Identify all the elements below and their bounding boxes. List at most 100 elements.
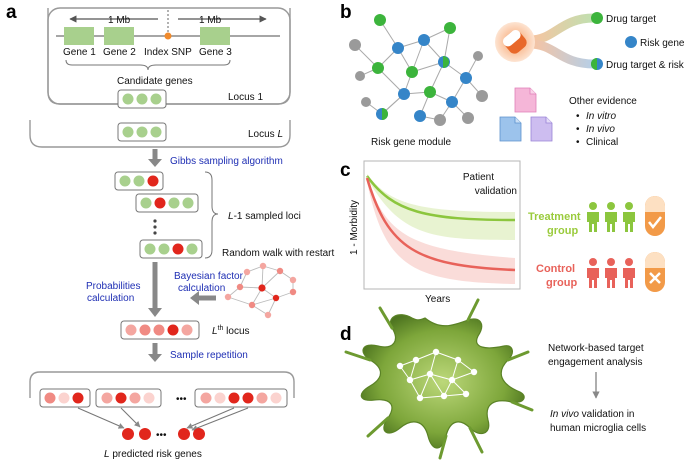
treatment-curve: [365, 175, 516, 222]
converge-arrow-4: [191, 407, 249, 431]
vertical-dot-2: [153, 225, 157, 229]
sr2-gene-4: [182, 197, 194, 209]
invivo-validation-line1: In vivo validation in: [550, 409, 635, 420]
bayes-label-line2: calculation: [178, 283, 225, 294]
drug-target-node: [591, 12, 603, 24]
locus1-gene-1: [122, 93, 134, 105]
candidate-genes-label: Candidate genes: [117, 76, 193, 87]
sr3-gene-2: [158, 243, 170, 255]
lth-gene-4: [167, 324, 179, 336]
rr3-gene-4: [242, 392, 254, 404]
gene-3-box: [200, 27, 230, 45]
sr3-gene-1: [144, 243, 156, 255]
risk-gene-module-network: [349, 14, 488, 126]
control-pill-cross-icon: [645, 252, 665, 292]
rr2-gene-4: [143, 392, 155, 404]
repetition-arrow-head: [148, 354, 162, 362]
locus1-gene-2: [136, 93, 148, 105]
evidence-in-vitro: In vitro: [586, 111, 616, 122]
rr1-gene-2: [58, 392, 70, 404]
locus-l-bracket: [29, 120, 291, 148]
probabilities-label-line2: calculation: [87, 293, 134, 304]
lth-gene-2: [139, 324, 151, 336]
sr2-gene-3: [168, 197, 180, 209]
treatment-label-line2: group: [547, 225, 578, 237]
flow-drug-target: [529, 13, 595, 45]
locus-1-outline: [47, 7, 291, 105]
sr1-gene-2: [133, 175, 145, 187]
sr3-gene-4: [186, 243, 198, 255]
document-blue-icon: [499, 116, 522, 142]
sr3-gene-3: [172, 243, 184, 255]
rr1-gene-1: [44, 392, 56, 404]
sr2-gene-2: [154, 197, 166, 209]
evidence-bullet-1: •: [576, 111, 580, 122]
other-evidence-label: Other evidence: [569, 96, 637, 107]
rr2-gene-3: [129, 392, 141, 404]
document-pink-icon: [514, 87, 537, 113]
evidence-in-vivo: In vivo: [586, 124, 615, 135]
lth-gene-5: [181, 324, 193, 336]
gene-2-box: [104, 27, 134, 45]
locusL-gene-1: [122, 126, 134, 138]
control-label-line2: group: [546, 277, 577, 289]
rr3-gene-2: [214, 392, 226, 404]
drug-target-label: Drug target: [606, 14, 656, 25]
network-analysis-line1: Network-based target: [548, 343, 644, 354]
locus-1-label: Locus 1: [228, 92, 263, 103]
sampled-loci-brace: [204, 171, 219, 259]
rr3-gene-3: [228, 392, 240, 404]
network-analysis-line2: engagement analysis: [548, 357, 643, 368]
index-snp-label: Index SNP: [144, 47, 192, 58]
repetition-bracket: [29, 371, 295, 398]
predicted-gene-4: [193, 428, 205, 440]
control-people-icon: [587, 258, 635, 288]
rr3-gene-1: [200, 392, 212, 404]
locus1-gene-3: [150, 93, 162, 105]
document-purple-icon: [530, 116, 553, 142]
control-ci-band: [367, 176, 515, 284]
sampled-row-2: [135, 193, 199, 213]
converge-arrow-2: [120, 407, 141, 428]
y-axis-label: 1 - Morbidity: [349, 200, 360, 255]
sr1-gene-3: [147, 175, 159, 187]
drug-pill-icon: [502, 29, 527, 54]
converge-arrow-3: [186, 407, 235, 429]
sample-repetition-label: Sample repetition: [170, 350, 248, 361]
treatment-people-icon: [587, 202, 635, 232]
repeat-ellipsis: •••: [176, 394, 187, 405]
risk-gene-node: [625, 36, 637, 48]
distance-left-label: 1 Mb: [108, 15, 131, 26]
rr1-gene-3: [72, 392, 84, 404]
random-walk-label: Random walk with restart: [222, 248, 334, 259]
risk-gene-label: Risk gene: [640, 38, 685, 49]
sampled-row-3: [139, 239, 203, 259]
patient-validation-line1: Patient: [463, 172, 494, 183]
bayes-label-line1: Bayesian factor: [174, 271, 244, 282]
locus-l-label: Locus L: [248, 129, 283, 140]
rr3-gene-5: [256, 392, 268, 404]
gene-1-box: [64, 27, 94, 45]
predicted-gene-2: [139, 428, 151, 440]
panel-b-label: b: [340, 2, 352, 23]
gene-2-label: Gene 2: [103, 47, 136, 58]
panel-d-label: d: [340, 324, 352, 345]
treatment-ci-band: [367, 174, 515, 240]
x-axis-label: Years: [425, 294, 450, 305]
invivo-validation-line2: human microglia cells: [550, 423, 646, 434]
microglia-cell: [344, 298, 534, 460]
risk-gene-module-label: Risk gene module: [371, 137, 451, 148]
treatment-pill-check-icon: [645, 196, 665, 236]
treatment-label-line1: Treatment: [528, 211, 581, 223]
panel-c-label: c: [340, 160, 351, 181]
predicted-ellipsis: •••: [156, 430, 167, 441]
predicted-gene-1: [122, 428, 134, 440]
gibbs-arrow-head: [148, 159, 162, 167]
predicted-risk-genes-label: L predicted risk genes: [104, 449, 202, 460]
rr2-gene-1: [101, 392, 113, 404]
drug-target-risk-gene-label: Drug target & risk gene: [606, 60, 685, 71]
control-curve: [365, 177, 516, 272]
lth-gene-1: [125, 324, 137, 336]
drug-target-risk-gene-node-half: [591, 58, 597, 70]
